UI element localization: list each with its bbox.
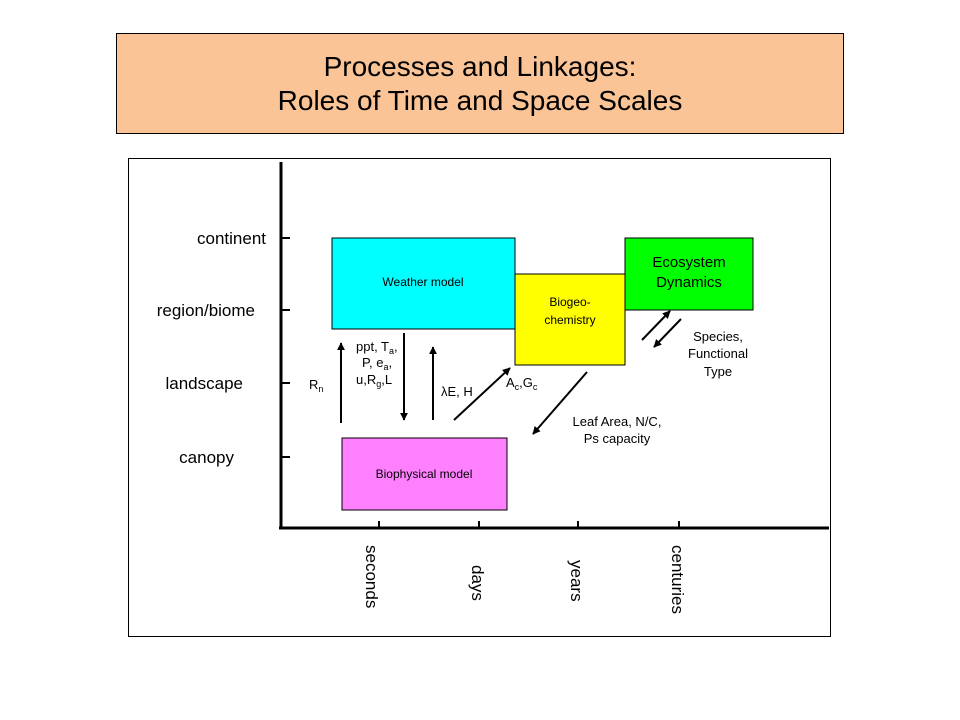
y-label-canopy: canopy	[179, 448, 234, 467]
biogeochemistry-label-1: Biogeo-	[549, 295, 590, 309]
ecosystem-dynamics-label-1: Ecosystem	[652, 254, 725, 271]
ecosystem-dynamics-label-2: Dynamics	[656, 274, 722, 291]
x-label-years: years	[567, 560, 586, 602]
leaf-area-label-1: Leaf Area, N/C,	[573, 414, 662, 429]
title-line-1: Processes and Linkages:	[323, 50, 637, 82]
biogeochemistry-box	[514, 273, 626, 366]
species-label-2: Functional	[688, 346, 748, 361]
leaf-area-diagonal-arrow	[532, 371, 588, 435]
y-label-continent: continent	[197, 229, 266, 248]
y-label-landscape: landscape	[165, 374, 243, 393]
diagram-frame	[128, 158, 831, 637]
species-label-3: Type	[704, 364, 732, 379]
ppt-label-line-1: ppt, Ta,	[356, 339, 398, 356]
ac-gc-diagonal-arrow	[453, 367, 511, 421]
y-label-region-biome: region/biome	[157, 301, 255, 320]
weather-model-label: Weather model	[382, 275, 463, 289]
x-label-centuries: centuries	[668, 545, 687, 614]
title-line-2: Roles of Time and Space Scales	[277, 84, 683, 116]
species-label-1: Species,	[693, 329, 743, 344]
title-box: Processes and Linkages: Roles of Time an…	[116, 33, 844, 134]
ppt-label-line-3: u,Rg,L	[356, 372, 392, 389]
biophysical-model-label: Biophysical model	[376, 467, 473, 481]
ac-gc-label: Ac,Gc	[506, 375, 538, 392]
ecosystem-down-arrow	[653, 318, 682, 348]
x-label-seconds: seconds	[362, 545, 381, 608]
rn-label: Rn	[309, 377, 323, 394]
ecosystem-up-arrow	[641, 310, 671, 341]
x-label-days: days	[468, 565, 487, 601]
biogeochemistry-label-2: chemistry	[544, 313, 595, 327]
leaf-area-label-2: Ps capacity	[584, 431, 651, 446]
ecosystem-dynamics-box	[624, 237, 754, 311]
biophysical-model-box	[341, 437, 508, 511]
ppt-label-line-2: P, ea,	[362, 355, 392, 372]
weather-model-box	[331, 237, 516, 330]
lambda-e-h-label: λE, H	[441, 384, 473, 399]
